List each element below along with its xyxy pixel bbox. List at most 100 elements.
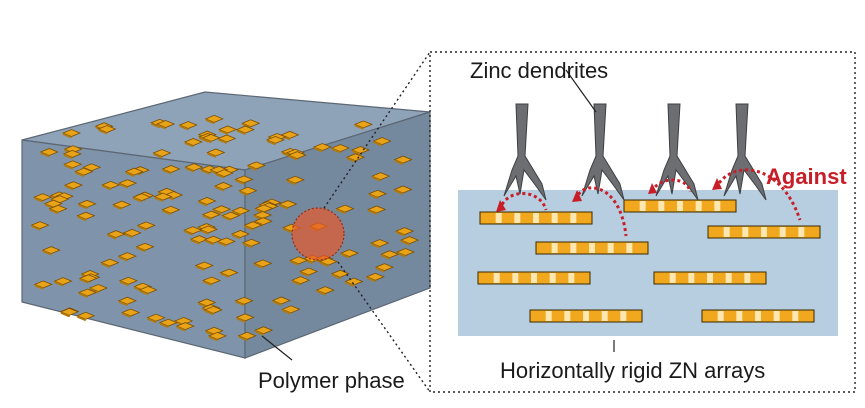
zn-platelet-edge [238,335,248,342]
bar-stripe [570,213,577,223]
zn-platelet-edge [231,233,241,240]
bar-stripe [495,213,502,223]
zn-platelet-edge [162,168,172,175]
zn-platelet-edge [202,214,212,221]
zn-platelet-edge [255,330,264,336]
zn-platelet [39,148,59,156]
zn-platelet-edge [313,147,323,153]
bar-stripe [779,227,786,237]
zn-platelet-edge [336,208,345,215]
zn-platelet-edge [213,209,222,215]
zn-platelet-edge [244,225,253,231]
zn-platelet-edge [195,265,205,272]
zn-platelet-edge [247,165,257,171]
zn-platelets [30,114,420,342]
bar-stripe [677,201,683,211]
blocking-arrows [496,168,802,237]
zn-platelet-edge [157,124,166,130]
zn-platelet-edge [79,292,88,299]
zn-platelet-edge [217,241,227,247]
zn-platelet-edge [272,300,282,306]
zn-platelet-edge [64,164,73,170]
blocking-arrow [650,178,692,193]
bar-stripe [725,273,732,283]
zn-platelet-edge [136,246,146,253]
zn-platelet-edge [202,137,212,144]
zn-platelet-edge [220,272,230,279]
bar-stripe [717,311,724,321]
zn-platelet-edge [133,197,142,203]
zn-platelet-edge [98,129,107,135]
zn-platelet-edge [396,252,406,258]
zn-platelet-edge [154,196,163,203]
zn-platelet-edge [62,133,72,139]
zn-platelet-edge [153,153,162,159]
zn-platelet-edge [372,176,381,182]
zoom-panel-frame [429,51,856,393]
bar-stripe [493,273,500,283]
zn-platelet-edge [159,322,169,329]
zn-platelet-edge [78,203,88,210]
zn-platelet-edge [162,209,171,216]
bar-stripe [755,311,761,321]
bar-stripe [714,201,721,211]
zn-platelet-edge [49,208,59,215]
arrow-head [712,178,722,190]
zn-platelet-edge [34,284,44,290]
zinc-pointer [565,69,597,113]
zn-platelet-edge [236,317,246,323]
zn-platelet-edge [40,151,50,158]
bar-stripe [601,311,608,321]
zn-platelet-edge [190,239,200,245]
zn-platelet-edge [236,129,246,136]
zn-platelet-edge [113,204,122,211]
zn-platelet [30,221,50,230]
zn-platelet-edge [119,280,129,287]
dendrite [655,103,699,201]
bar-stripe [512,273,519,283]
zn-platelet-edge [184,230,193,236]
zn-platelet-edge [77,215,86,222]
zn-platelet-edge [373,141,383,147]
bar-stripe [798,227,805,237]
against-label: Against [766,164,847,189]
bar-stripe [707,273,713,283]
zn-platelet [61,129,82,137]
zn-platelet-edge [179,125,189,131]
zn-arrays-label: Horizontally rigid ZN arrays [500,358,765,383]
bar-stripe [761,227,767,237]
zn-platelet-edge [345,281,354,287]
dendrite [723,103,767,201]
zn-platelet-edge [31,225,41,231]
zn-platelet-edge [394,189,403,195]
zn-platelet-edge [147,317,157,324]
zn-platelet-edge [351,150,361,156]
zn-platelet-edge [34,197,43,203]
zn-platelet-edge [232,210,241,217]
bar-stripe [533,213,539,223]
zn-platelet-edge [75,171,84,178]
bar-stripe [551,213,558,223]
zn-platelet-edge [185,167,194,173]
highlight-circle-outline [291,207,345,261]
bar-stripe [583,311,589,321]
zn-platelet-edge [214,185,224,192]
zn-platelet [178,121,198,129]
bar-stripe [620,311,627,321]
zn-platelet-edge [340,253,350,259]
zn-platelet-edge [292,280,301,286]
bar-stripe [545,311,552,321]
bar-stripe [626,243,633,253]
bar-stripe [514,213,521,223]
zn-platelet-edge [118,256,128,262]
zn-platelet-edge [319,261,329,268]
zn-platelet-edge [60,311,70,318]
zn-platelet-edge [125,171,135,178]
zn-platelet [253,211,273,219]
zn-platelet-edge [215,173,225,179]
bar-stripe [669,273,676,283]
zn-platelet-edge [139,289,149,296]
zn-platelet-edge [401,240,410,246]
zn-platelet-edge [198,200,208,207]
